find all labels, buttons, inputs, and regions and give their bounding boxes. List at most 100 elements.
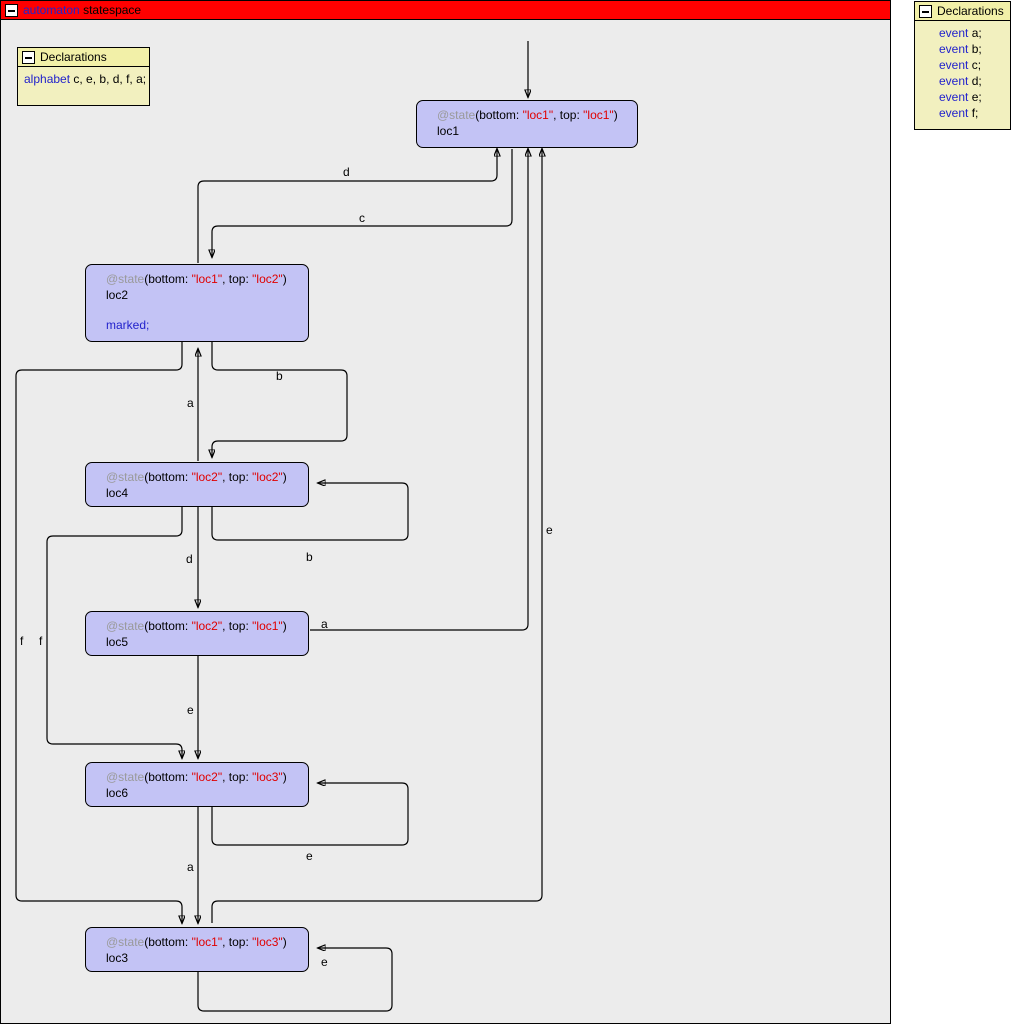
state-annotation: @state(bottom: "loc2", top: "loc2") (106, 469, 300, 485)
declaration-line: event a; (939, 25, 1004, 41)
state-annotation: @state(bottom: "loc1", top: "loc2") (106, 271, 300, 287)
state-arg-bottom: "loc2" (191, 770, 223, 784)
event-keyword: event (939, 90, 969, 104)
state-arg-prefix: (bottom: (144, 619, 192, 633)
state-arg-prefix: (bottom: (144, 470, 192, 484)
state-arg-bottom: "loc1" (522, 108, 554, 122)
edge-layer (15, 41, 892, 1012)
edge-label: e (306, 849, 313, 863)
state-annotation-keyword: @state (106, 770, 145, 784)
state-name: loc4 (106, 486, 129, 500)
state-arg-top: "loc2" (252, 470, 283, 484)
state-node-loc6[interactable]: @state(bottom: "loc2", top: "loc3") loc6 (85, 762, 309, 807)
declaration-line: event c; (939, 57, 1004, 73)
automaton-panel: automaton statespace (0, 0, 891, 1024)
alphabet-events: c, e, b, d, f, a; (73, 72, 147, 86)
alphabet-keyword: alphabet (24, 72, 71, 86)
state-arg-bottom: "loc2" (191, 619, 223, 633)
edge-c-loc1-loc2 (212, 149, 513, 257)
state-arg-bottom: "loc2" (191, 470, 223, 484)
declarations-header: Declarations (915, 2, 1010, 21)
event-keyword: event (939, 26, 969, 40)
state-annotation: @state(bottom: "loc1", top: "loc1") (437, 107, 629, 123)
event-name: f; (971, 106, 979, 120)
state-node-loc5[interactable]: @state(bottom: "loc2", top: "loc1") loc5 (85, 611, 309, 656)
edge-label: d (343, 165, 350, 179)
edge-label: f (39, 634, 43, 648)
declarations-body: event a; event b; event c; event d; even… (915, 21, 1010, 127)
declarations-header: Declarations (18, 48, 149, 67)
state-arg-mid: , top: (553, 108, 584, 122)
state-arg-prefix: (bottom: (144, 770, 192, 784)
event-name: b; (971, 42, 982, 56)
state-arg-top: "loc3" (252, 770, 283, 784)
edge-b-loc2-loc4 (212, 342, 348, 457)
minus-icon[interactable] (22, 51, 35, 64)
state-arg-top: "loc3" (252, 935, 283, 949)
automaton-keyword: automaton (23, 3, 80, 17)
state-arg-top: "loc1" (583, 108, 614, 122)
state-marked: marked; (106, 318, 150, 332)
state-name: loc6 (106, 786, 129, 800)
minus-icon[interactable] (919, 5, 932, 18)
declarations-box-alphabet: Declarations alphabet c, e, b, d, f, a; (17, 47, 150, 106)
state-arg-prefix: (bottom: (475, 108, 523, 122)
state-annotation-keyword: @state (106, 470, 145, 484)
state-annotation-keyword: @state (437, 108, 476, 122)
declaration-line: event b; (939, 41, 1004, 57)
state-arg-mid: , top: (222, 619, 253, 633)
state-arg-top: "loc1" (252, 619, 283, 633)
declaration-line: event e; (939, 89, 1004, 105)
state-arg-mid: , top: (222, 935, 253, 949)
state-annotation: @state(bottom: "loc2", top: "loc1") (106, 618, 300, 634)
state-annotation-keyword: @state (106, 272, 145, 286)
state-node-loc3[interactable]: @state(bottom: "loc1", top: "loc3") loc3 (85, 927, 309, 972)
event-name: c; (971, 58, 982, 72)
state-name: loc5 (106, 635, 129, 649)
edge-label: e (321, 955, 328, 969)
minus-icon[interactable] (5, 4, 18, 17)
state-arg-suffix: ) (282, 470, 287, 484)
automaton-name: statespace (83, 3, 142, 17)
declarations-body: alphabet c, e, b, d, f, a; (18, 67, 149, 93)
edge-label: b (276, 369, 283, 383)
state-arg-prefix: (bottom: (144, 272, 192, 286)
state-annotation: @state(bottom: "loc1", top: "loc3") (106, 934, 300, 950)
state-name: loc1 (437, 124, 460, 138)
event-name: e; (971, 90, 982, 104)
event-keyword: event (939, 58, 969, 72)
state-node-loc2[interactable]: @state(bottom: "loc1", top: "loc2") loc2… (85, 264, 309, 342)
state-arg-suffix: ) (282, 770, 287, 784)
automaton-titlebar: automaton statespace (1, 1, 890, 20)
state-annotation: @state(bottom: "loc2", top: "loc3") (106, 769, 300, 785)
state-annotation-keyword: @state (106, 619, 145, 633)
state-arg-prefix: (bottom: (144, 935, 192, 949)
edge-label: f (20, 634, 24, 648)
edge-label: a (187, 396, 194, 410)
state-arg-bottom: "loc1" (191, 272, 223, 286)
edge-label: a (321, 617, 328, 631)
event-keyword: event (939, 106, 969, 120)
declaration-line: event f; (939, 105, 1004, 121)
edge-label: a (187, 860, 194, 874)
declaration-line: alphabet c, e, b, d, f, a; (24, 71, 147, 87)
state-name: loc3 (106, 951, 129, 965)
state-arg-top: "loc2" (252, 272, 283, 286)
automaton-title: automaton statespace (23, 3, 141, 18)
edge-a-loc5-loc1 (310, 149, 528, 631)
state-annotation-keyword: @state (106, 935, 145, 949)
edge-label: c (359, 211, 365, 225)
edge-label: e (546, 523, 553, 537)
state-node-loc1[interactable]: @state(bottom: "loc1", top: "loc1") loc1 (416, 100, 638, 148)
event-name: d; (971, 74, 982, 88)
state-arg-bottom: "loc1" (191, 935, 223, 949)
event-name: a; (971, 26, 982, 40)
edge-label: b (306, 550, 313, 564)
declarations-title: Declarations (937, 4, 1004, 18)
state-node-loc4[interactable]: @state(bottom: "loc2", top: "loc2") loc4 (85, 462, 309, 507)
declarations-title: Declarations (40, 50, 107, 64)
state-arg-suffix: ) (282, 272, 287, 286)
state-arg-mid: , top: (222, 272, 253, 286)
event-keyword: event (939, 74, 969, 88)
